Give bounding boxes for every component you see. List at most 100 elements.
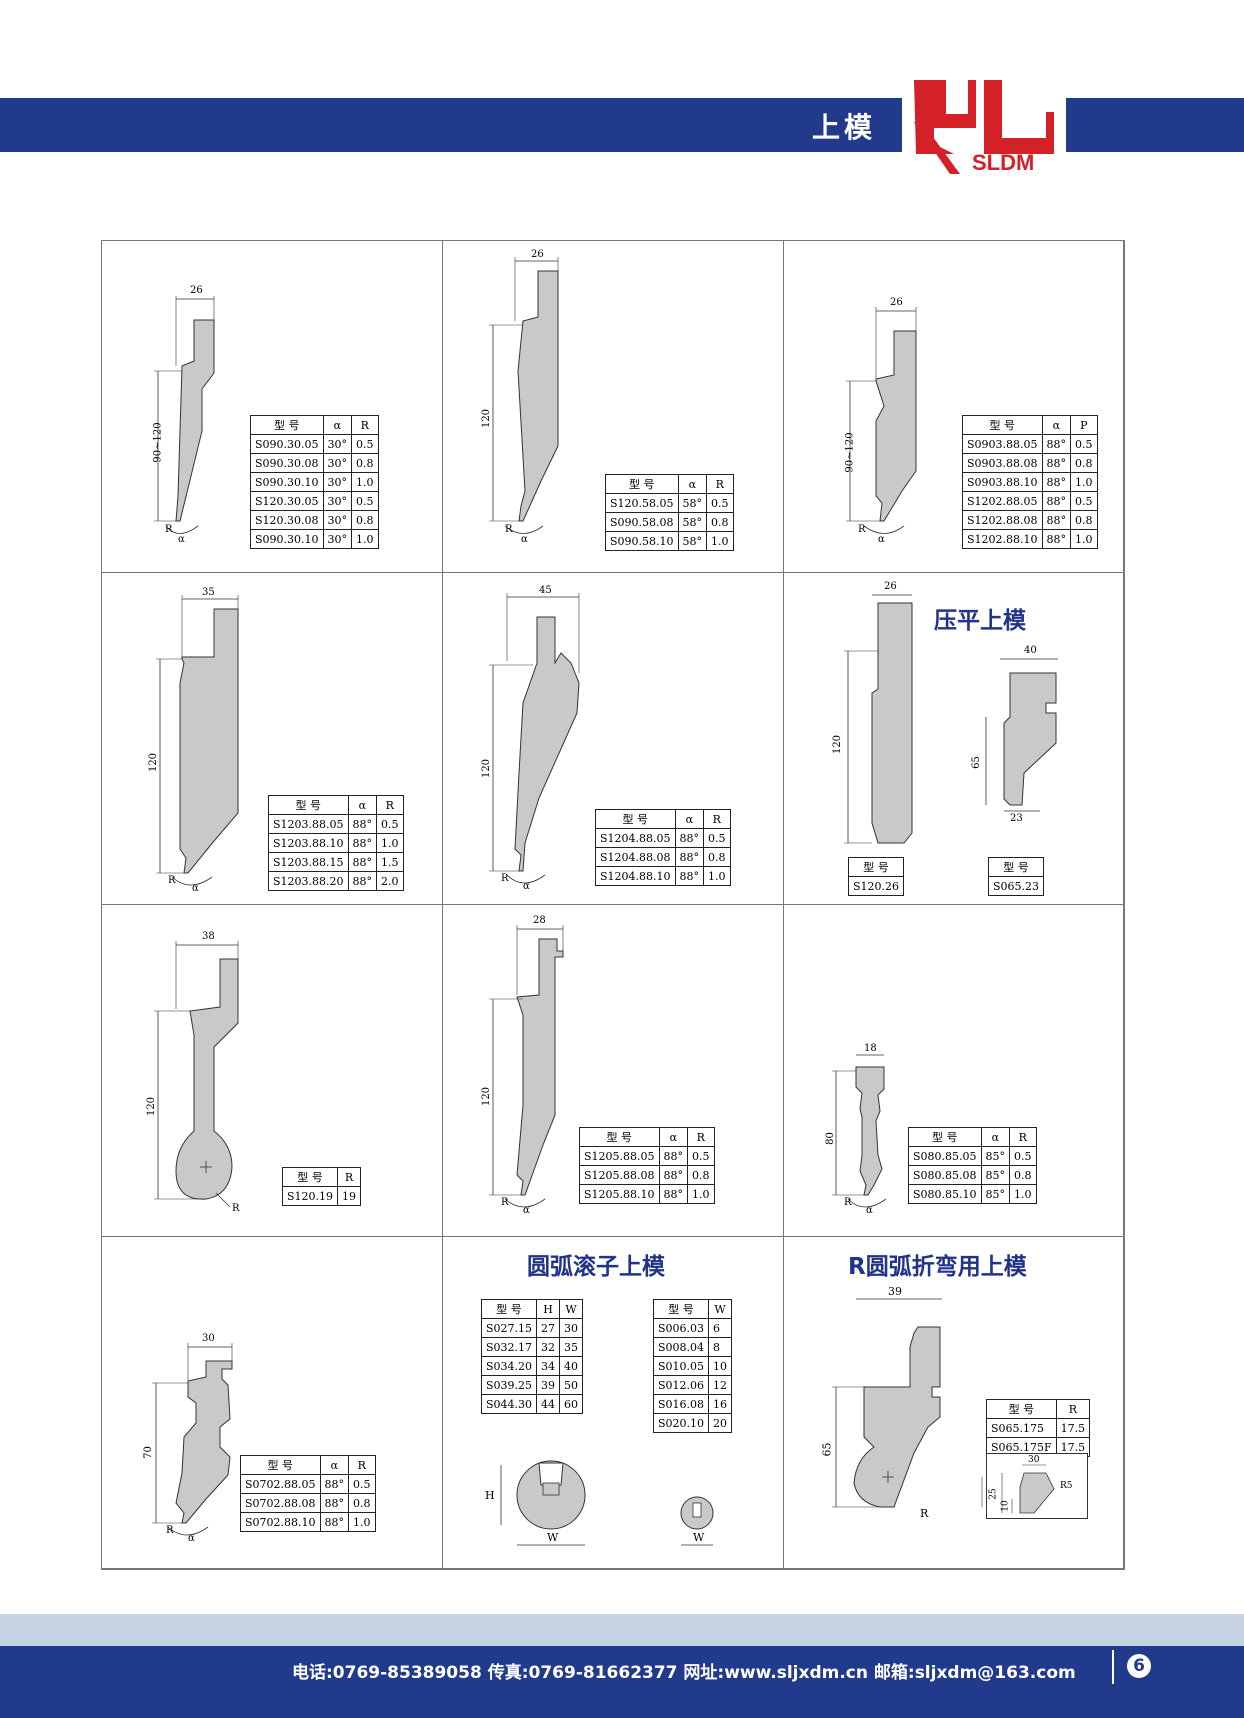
dim-base-2: 23 <box>1010 813 1023 824</box>
header-band-right <box>1066 98 1244 152</box>
dim-width: 26 <box>531 249 544 260</box>
punch-drawing <box>156 595 239 886</box>
detail-dim-30: 30 <box>1028 1455 1040 1465</box>
roller-drawing <box>500 1460 714 1546</box>
dim-width: 45 <box>539 585 552 596</box>
punch-drawing <box>489 925 564 1208</box>
contact-info: 电话:0769-85389058 传真:0769-81662377 网址:www… <box>292 1663 1076 1683</box>
radius-label: R <box>858 524 866 535</box>
header-band-left <box>0 98 902 152</box>
dim-width: 38 <box>202 931 215 942</box>
punch-drawing <box>152 1343 233 1536</box>
angle-label: α <box>866 1205 873 1216</box>
dim-height: 90~120 <box>844 432 856 473</box>
footer-band <box>0 1646 1244 1718</box>
dim-height: 120 <box>148 752 160 773</box>
svg-text:SLDM: SLDM <box>972 150 1034 174</box>
table-row: S120.26 <box>847 876 905 896</box>
footer-divider <box>1112 1650 1114 1684</box>
detail-dim-r5: R5 <box>1060 1481 1073 1491</box>
page-number: 6 <box>1127 1654 1151 1678</box>
dim-height: 70 <box>142 1446 154 1459</box>
cell-title: R圆弧折弯用上模 <box>848 1254 1027 1280</box>
detail-drawing <box>1001 1464 1055 1514</box>
radius-label: R <box>165 524 173 535</box>
detail-dim-25: 25 <box>988 1488 999 1500</box>
punch-drawing <box>489 593 580 884</box>
radius-label: R <box>501 1197 509 1208</box>
dim-width-2: 40 <box>1024 645 1037 656</box>
angle-label: α <box>188 1533 195 1544</box>
punch-drawing <box>154 296 215 534</box>
dim-height: 120 <box>481 758 493 779</box>
angle-label: α <box>521 534 528 545</box>
radius-label: R <box>920 1507 929 1520</box>
dim-width: 26 <box>884 581 897 592</box>
table-row: S065.23 <box>987 876 1045 896</box>
punch-drawing <box>832 1054 887 1208</box>
dim-height: 120 <box>481 408 493 429</box>
angle-label: α <box>523 1205 530 1216</box>
dim-height: 120 <box>146 1096 158 1117</box>
cell-title: 压平上模 <box>934 608 1026 634</box>
dim-W-small: W <box>693 1531 705 1544</box>
dim-width: 35 <box>202 587 215 598</box>
radius-label: R <box>166 1525 174 1536</box>
radius-label: R <box>168 875 176 886</box>
angle-label: α <box>178 534 185 545</box>
dim-height-2: 65 <box>970 756 982 769</box>
dim-width: 39 <box>888 1285 902 1298</box>
dim-W: W <box>547 1531 559 1544</box>
dim-height: 90~120 <box>152 422 164 463</box>
tool-cell-6: 压平上模 26 120 40 65 23 型 号 S120.26 型 号 S06… <box>784 573 1124 905</box>
dim-width: 30 <box>202 1333 215 1344</box>
